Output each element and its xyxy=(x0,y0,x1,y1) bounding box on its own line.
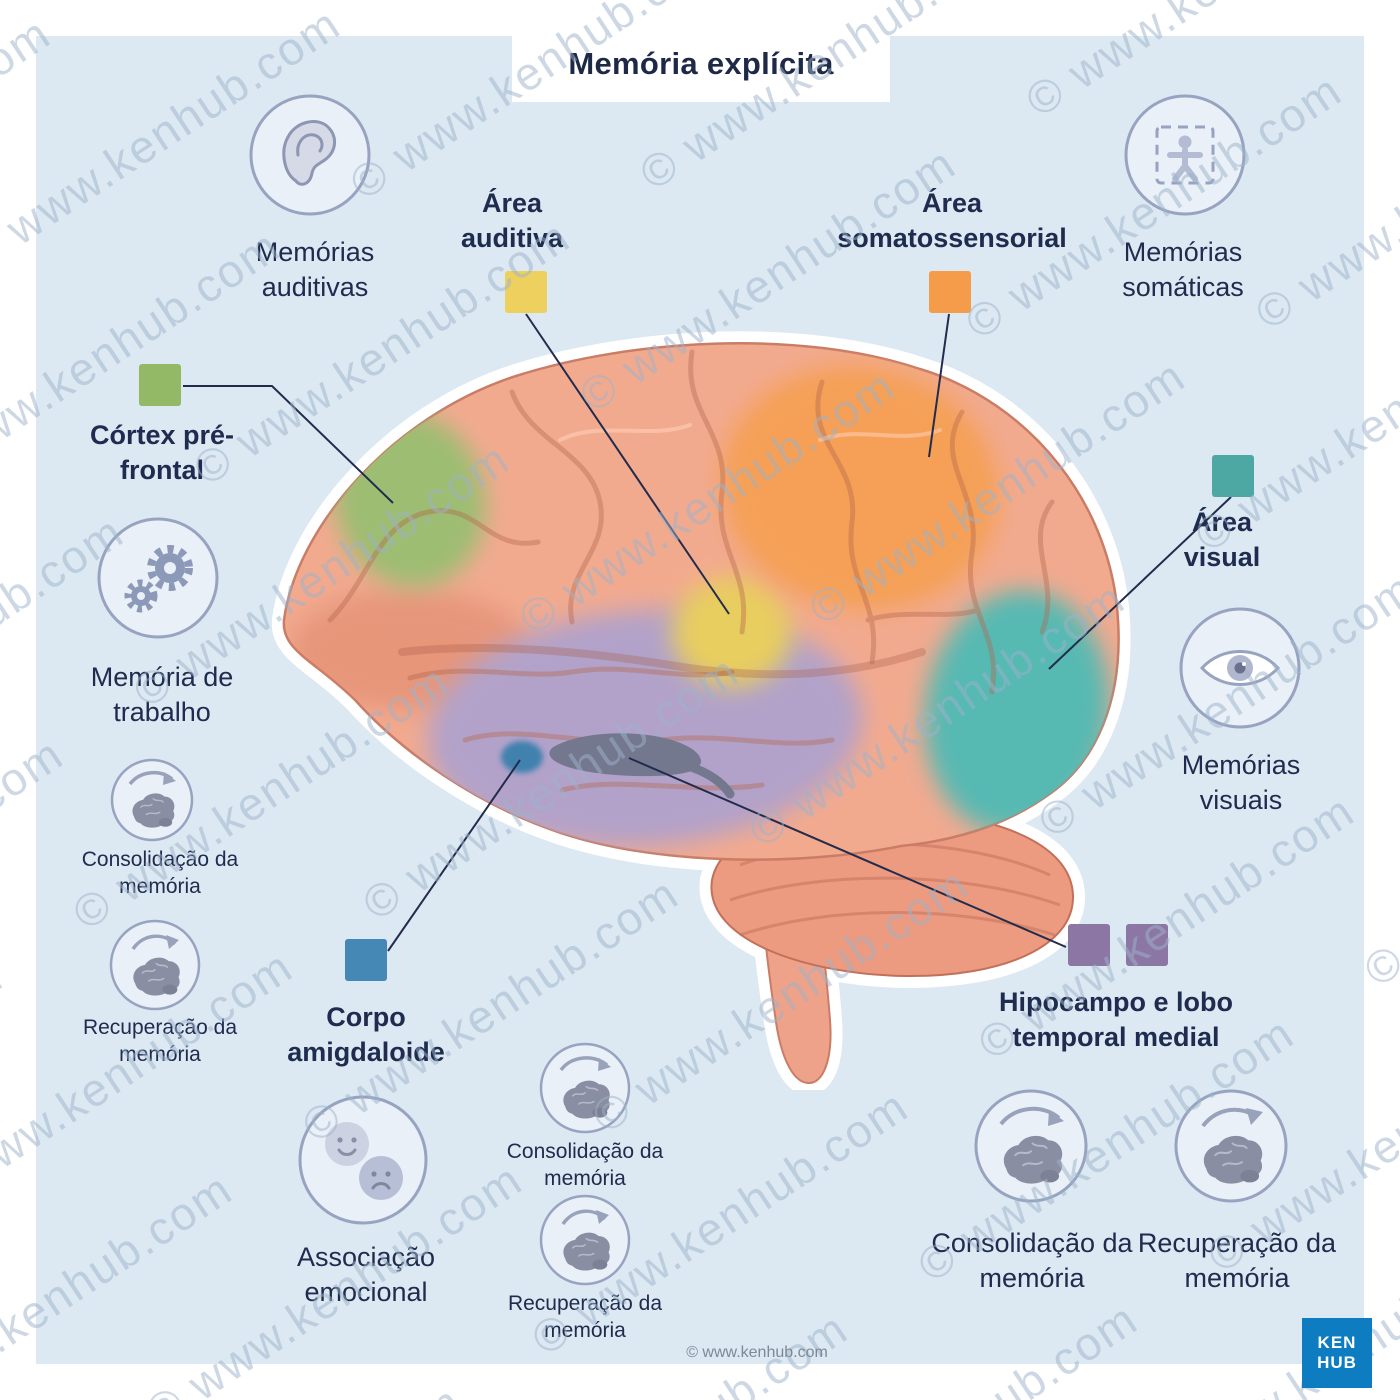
caption-memory-retrieval-left: Recuperação da memória xyxy=(82,1016,238,1067)
caption-emotional-association: Associação emocional xyxy=(296,1242,436,1308)
caption-memory-consolidation-center: Consolidação da memória xyxy=(506,1140,664,1191)
copyright-text: © www.kenhub.com xyxy=(686,1344,828,1361)
kenhub-logo-text-top: KEN xyxy=(1317,1332,1357,1352)
page-title: Memória explícita xyxy=(568,46,834,81)
label-auditory-area: Área auditiva xyxy=(460,188,564,254)
hippocampus-swatch-2 xyxy=(1126,924,1168,966)
memory-consolidation-icon-left xyxy=(110,758,194,842)
body-outline-icon xyxy=(1124,94,1246,216)
label-visual-area: Área visual xyxy=(1183,507,1261,573)
prefrontal-cortex-swatch xyxy=(139,364,181,406)
brain-illustration xyxy=(271,331,1131,1090)
ear-icon xyxy=(249,94,371,216)
label-hippocampus-medial-temporal: Hipocampo e lobo temporal medial xyxy=(998,987,1233,1053)
memory-retrieval-icon-left xyxy=(109,919,201,1011)
label-amygdaloid-body: Corpo amigdaloide xyxy=(287,1002,445,1068)
sylvian-fissure-line xyxy=(398,643,926,679)
visual-area-swatch xyxy=(1212,455,1254,497)
memory-consolidation-icon-right xyxy=(974,1089,1088,1203)
memory-retrieval-icon-center xyxy=(539,1194,631,1286)
emotional-faces-icon xyxy=(298,1095,428,1225)
auditory-area-swatch xyxy=(505,271,547,313)
kenhub-logo: KEN HUB xyxy=(1302,1318,1372,1388)
gears-icon xyxy=(97,517,219,639)
memory-retrieval-icon-right xyxy=(1174,1089,1288,1203)
somatosensory-area-swatch xyxy=(929,271,971,313)
caption-memory-consolidation-left: Consolidação da memória xyxy=(81,848,239,899)
caption-somatic-memories: Memórias somáticas xyxy=(1122,237,1244,303)
caption-auditory-memories: Memórias auditivas xyxy=(255,237,375,303)
label-somatosensory-area: Área somatossensorial xyxy=(837,188,1067,254)
title-box: Memória explícita xyxy=(512,26,890,102)
amygdala-swatch xyxy=(345,939,387,981)
caption-memory-consolidation-right: Consolidação da memória xyxy=(931,1228,1133,1294)
eye-icon xyxy=(1179,607,1301,729)
caption-memory-retrieval-center: Recuperação da memória xyxy=(507,1292,663,1343)
amygdala-shape xyxy=(501,741,543,773)
label-prefrontal-cortex: Córtex pré-frontal xyxy=(89,420,235,486)
hippocampus-swatch-1 xyxy=(1068,924,1110,966)
kenhub-logo-text-bottom: HUB xyxy=(1317,1353,1357,1372)
caption-memory-retrieval-right: Recuperação da memória xyxy=(1137,1228,1337,1294)
memory-consolidation-icon-center xyxy=(539,1042,631,1134)
caption-working-memory: Memória de trabalho xyxy=(90,662,234,728)
caption-visual-memories: Memórias visuais xyxy=(1181,750,1301,816)
